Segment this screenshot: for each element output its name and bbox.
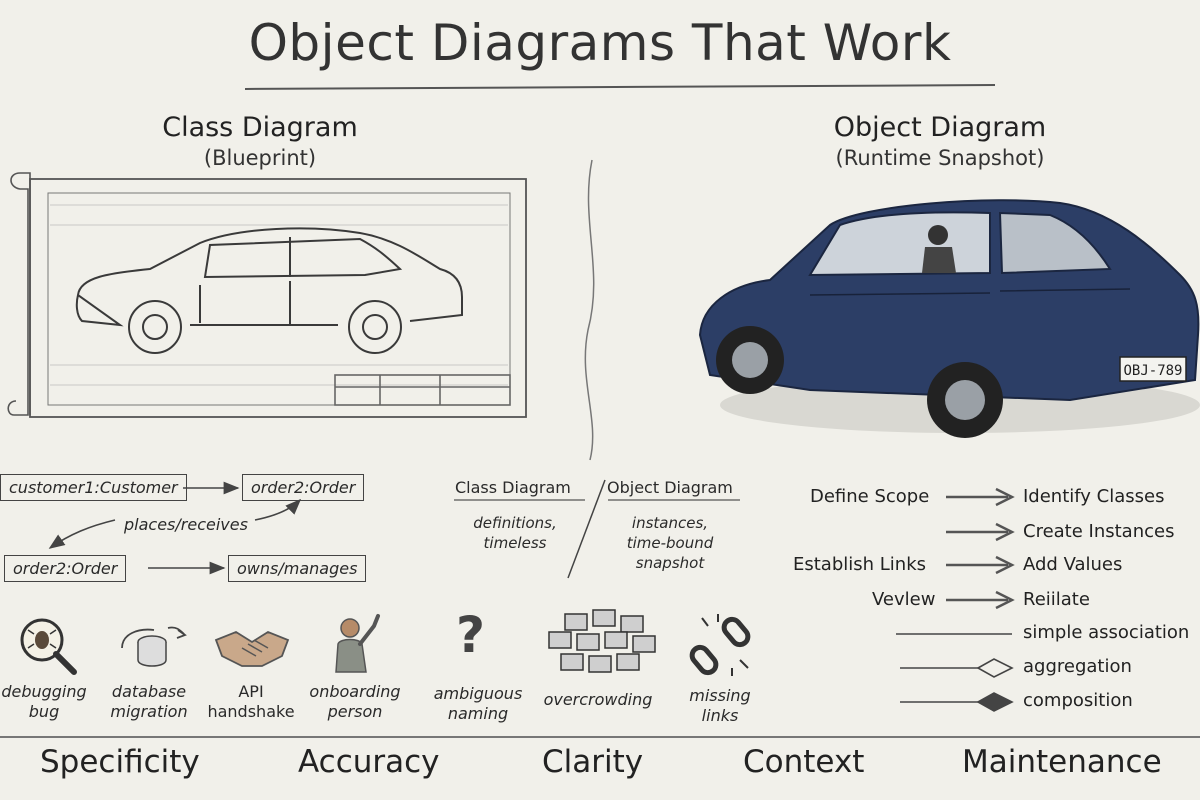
use-case-database-line2: migration [110,702,188,721]
legend-symbols [896,633,1014,712]
use-case-api-line2: handshake [207,702,295,721]
legend-simple-association: simple association [1023,622,1190,643]
compare-class-heading: Class Diagram [455,478,571,497]
use-case-missing-line1: missing [689,686,751,705]
footer-divider [0,736,1200,738]
compare-object-heading: Object Diagram [607,478,733,497]
blueprint-sketch [7,172,527,418]
compare-object-text-2: time-bound [626,534,714,552]
use-case-debugging-line2: bug [28,702,60,721]
link-label-places: places/receives [124,515,248,534]
step-add-values: Add Values [1023,554,1123,575]
title-underline [244,84,996,90]
example-arrows [48,481,302,575]
legend-composition: composition [1023,690,1133,711]
footer-accuracy: Accuracy [298,744,440,780]
step-arrows [946,487,1015,610]
handshake-icon [214,630,290,667]
magnifier-bug-icon [20,618,77,675]
database-migration-icon [121,626,187,667]
use-case-ambiguous-line1: ambiguous [433,684,523,703]
object-diagram-heading: Object Diagram [833,112,1047,143]
step-review: Vevlew [872,589,936,610]
footer-maintenance: Maintenance [962,744,1162,780]
step-establish-links: Establish Links [793,554,927,575]
compare-class-text-1: definitions, [473,514,557,532]
page-title: Object Diagrams That Work [248,14,952,72]
object-diagram-subheading: (Runtime Snapshot) [835,146,1045,170]
use-case-onboarding-line2: person [327,702,383,721]
license-plate: OBJ-789 [1123,363,1182,379]
use-case-database-line1: database [111,682,187,701]
compare-object-text-1: instances, [631,514,709,532]
use-case-api-line1: API [238,682,264,701]
use-case-missing-line2: links [701,706,739,725]
object-box-order-bottom: order2:Order [4,555,127,582]
object-box-order-top: order2:Order [242,474,365,501]
compare-class-text-2: timeless [483,534,547,552]
waving-person-icon [335,614,380,673]
step-identify-classes: Identify Classes [1023,486,1165,507]
object-box-owns: owns/manages [228,555,367,582]
step-define-scope: Define Scope [810,486,930,507]
section-divider [584,159,595,461]
use-case-onboarding-line1: onboarding [309,682,401,701]
crowded-boxes-icon [548,609,656,673]
runtime-car-illustration: OBJ-789 [698,199,1200,438]
step-create-instances: Create Instances [1023,521,1175,542]
compare-object-text-3: snapshot [635,554,705,572]
footer-context: Context [743,744,865,780]
use-case-debugging-line1: debugging [1,682,87,701]
use-case-overcrowding-line1: overcrowding [543,690,653,709]
comparison-lines [454,479,740,579]
step-relate: Reiilate [1023,589,1090,610]
question-mark-icon: ? [456,606,486,664]
footer-clarity: Clarity [542,744,644,780]
use-case-ambiguous-line2: naming [447,704,509,723]
legend-aggregation: aggregation [1023,656,1132,677]
footer-specificity: Specificity [40,744,200,780]
class-diagram-subheading: (Blueprint) [203,146,317,170]
class-diagram-heading: Class Diagram [162,112,358,143]
broken-chain-icon [689,614,751,676]
